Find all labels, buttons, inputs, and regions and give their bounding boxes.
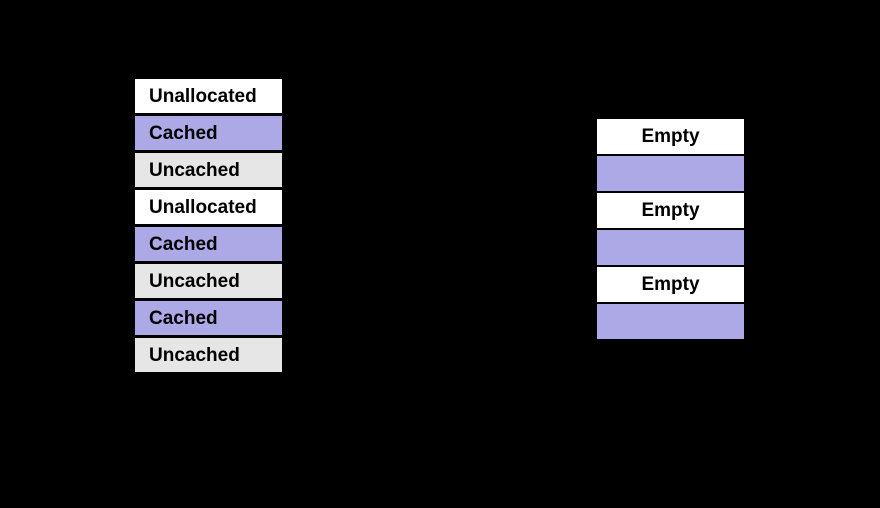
- memory-block: Cached: [135, 301, 282, 335]
- memory-block: Cached: [135, 116, 282, 150]
- memory-block-label: Uncached: [149, 270, 240, 292]
- memory-block: Uncached: [135, 338, 282, 372]
- memory-block-label: Cached: [149, 122, 218, 144]
- memory-block: [597, 304, 744, 339]
- memory-block: [597, 230, 744, 265]
- memory-block: Unallocated: [135, 190, 282, 224]
- memory-block: Uncached: [135, 264, 282, 298]
- memory-block: Unallocated: [135, 79, 282, 113]
- memory-block-label: Unallocated: [149, 196, 257, 218]
- memory-block-label: Uncached: [149, 159, 240, 181]
- memory-block: Cached: [135, 227, 282, 261]
- memory-stack-left: Unallocated Cached Uncached Unallocated …: [135, 79, 282, 372]
- memory-block: Empty: [597, 193, 744, 228]
- memory-block-label: Empty: [641, 126, 700, 147]
- memory-block-label: Empty: [641, 200, 700, 221]
- memory-block-label: Cached: [149, 307, 218, 329]
- memory-block: Empty: [597, 267, 744, 302]
- memory-block: [597, 156, 744, 191]
- memory-block-label: Unallocated: [149, 85, 257, 107]
- memory-block: Uncached: [135, 153, 282, 187]
- memory-block-label: Empty: [641, 274, 700, 295]
- memory-block: Empty: [597, 119, 744, 154]
- memory-block-label: Uncached: [149, 344, 240, 366]
- memory-block-label: Cached: [149, 233, 218, 255]
- memory-stack-right: Empty Empty Empty: [597, 119, 744, 339]
